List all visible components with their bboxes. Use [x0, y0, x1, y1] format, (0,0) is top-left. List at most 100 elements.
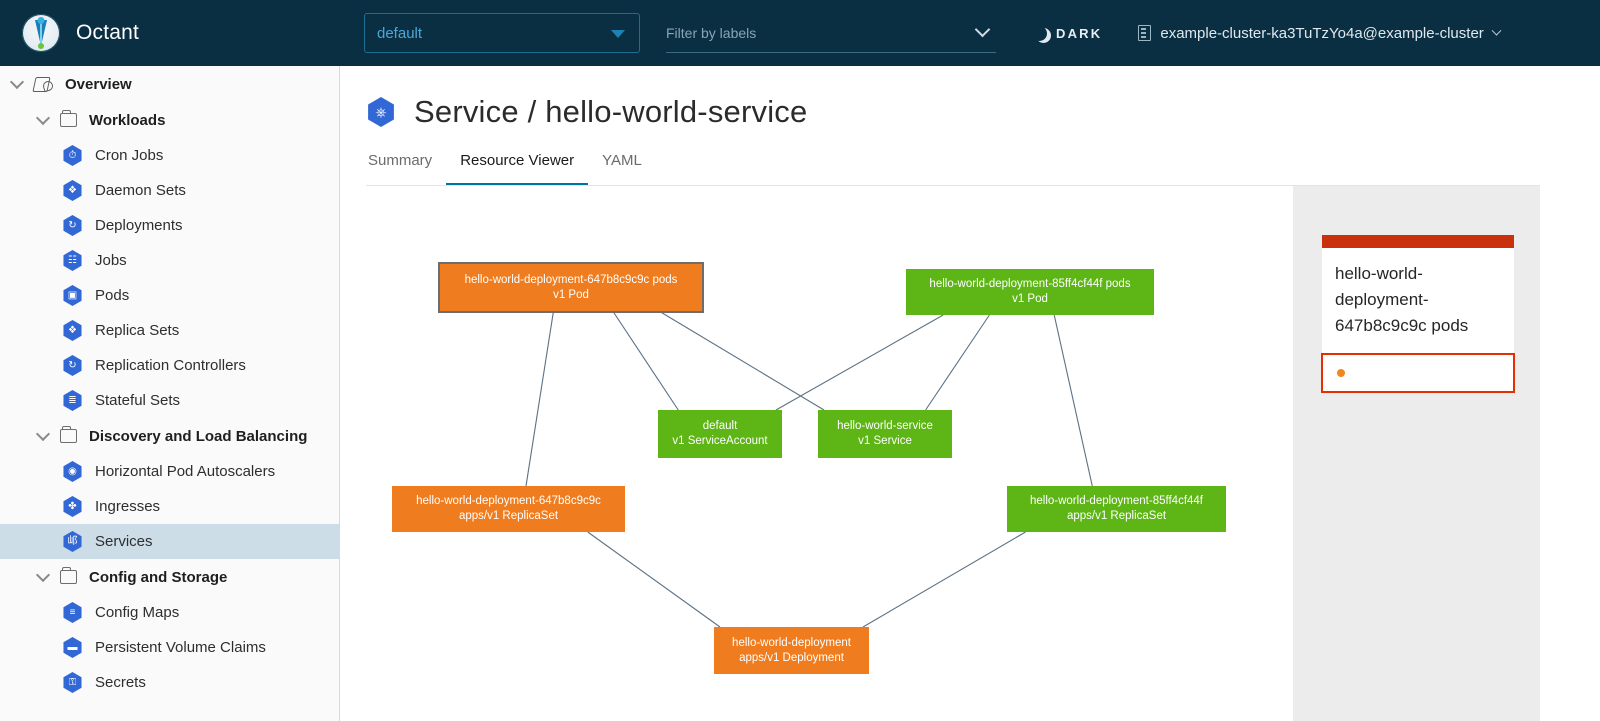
- page-title: ⎈ Service / hello-world-service: [366, 94, 1600, 130]
- graph-node-pod-85f[interactable]: hello-world-deployment-85ff4cf44f pods v1…: [906, 269, 1154, 315]
- chevron-down-icon[interactable]: [974, 21, 991, 38]
- k8s-configmap-icon: ≡: [62, 602, 83, 623]
- k8s-service-icon: 邖: [62, 531, 83, 552]
- sidebar-item-label: Persistent Volume Claims: [95, 639, 266, 656]
- sidebar-item-label: Discovery and Load Balancing: [89, 427, 308, 445]
- sidebar-item-stateful-sets[interactable]: ≣Stateful Sets: [0, 383, 339, 418]
- chevron-down-small-icon: [1491, 25, 1502, 36]
- graph-edge: [658, 310, 825, 411]
- graph-node-name: hello-world-service: [837, 420, 933, 432]
- sidebar-item-label: Config Maps: [95, 604, 180, 621]
- sidebar-item-config-and-storage[interactable]: Config and Storage: [0, 559, 339, 595]
- sidebar-item-label: Horizontal Pod Autoscalers: [95, 463, 276, 480]
- sidebar-item-label: Workloads: [89, 111, 166, 129]
- cluster-selector[interactable]: example-cluster-ka3TuTzYo4a@example-clus…: [1138, 24, 1502, 42]
- graph-node-name: hello-world-deployment: [732, 636, 851, 649]
- sidebar-item-config-maps[interactable]: ≡ Config Maps: [0, 595, 339, 630]
- sidebar-item-pods[interactable]: ▣Pods: [0, 278, 339, 313]
- graph-node-name: hello-world-deployment-647b8c9c9c: [416, 495, 601, 507]
- sidebar-item-workloads[interactable]: Workloads: [0, 102, 339, 138]
- cluster-name: example-cluster-ka3TuTzYo4a@example-clus…: [1160, 24, 1484, 42]
- k8s-pod-icon: ▣: [62, 285, 83, 306]
- k8s-cronjob-icon: ⏱: [62, 145, 83, 166]
- graph-node-name: hello-world-deployment-85ff4cf44f pods: [929, 278, 1131, 290]
- resource-graph[interactable]: hello-world-deployment-647b8c9c9c pods v1…: [366, 186, 1293, 721]
- chevron-down-icon[interactable]: [26, 110, 60, 126]
- graph-node-kind: apps/v1 Deployment: [739, 651, 844, 664]
- page-title-text: Service / hello-world-service: [414, 94, 808, 129]
- sidebar-item-horizontal-pod-autoscalers[interactable]: ◉ Horizontal Pod Autoscalers: [0, 454, 339, 489]
- graph-node-name: hello-world-deployment-647b8c9c9c pods: [464, 273, 678, 286]
- sidebar-item-label: Secrets: [95, 674, 146, 691]
- k8s-daemonset-icon: ❖: [62, 180, 83, 201]
- sidebar-item-overview[interactable]: Overview: [0, 66, 339, 102]
- graph-node-kind: v1 Pod: [553, 288, 589, 301]
- tab-summary[interactable]: Summary: [368, 152, 433, 169]
- chevron-down-icon[interactable]: [26, 567, 60, 583]
- graph-node-kind: v1 ServiceAccount: [672, 435, 768, 447]
- moon-icon: [1032, 26, 1047, 41]
- sidebar-item-deployments[interactable]: ↻ Deployments: [0, 208, 339, 243]
- graph-node-pod-647[interactable]: hello-world-deployment-647b8c9c9c pods v1…: [438, 262, 704, 313]
- detail-card-status-row[interactable]: [1321, 353, 1515, 393]
- sidebar-item-label: Ingresses: [95, 498, 161, 515]
- graph-edge: [587, 531, 721, 628]
- k8s-replicaset-icon: ❖: [62, 320, 83, 341]
- sidebar-item-label: Config and Storage: [89, 568, 228, 586]
- sidebar-item-label: Deployments: [95, 217, 183, 234]
- k8s-hpa-icon: ◉: [62, 461, 83, 482]
- sidebar-item-label: Daemon Sets: [95, 182, 186, 199]
- tab-yaml[interactable]: YAML: [602, 152, 642, 169]
- brand-name: Octant: [76, 21, 140, 44]
- label-filter-input[interactable]: Filter by labels: [666, 13, 996, 53]
- sidebar-item-persistent-volume-claims[interactable]: ▬Persistent Volume Claims: [0, 630, 339, 665]
- tab-resource-viewer[interactable]: Resource Viewer: [446, 152, 589, 186]
- graph-node-kind: apps/v1 ReplicaSet: [1066, 510, 1167, 522]
- sidebar-item-label: Stateful Sets: [95, 392, 181, 409]
- graph-edge: [612, 310, 679, 411]
- k8s-replicationcontroller-icon: ↻: [62, 355, 83, 376]
- graph-node-kind: v1 Pod: [1012, 293, 1048, 305]
- graph-edge: [862, 531, 1026, 628]
- sidebar-item-daemon-sets[interactable]: ❖ Daemon Sets: [0, 173, 339, 208]
- graph-node-kind: apps/v1 ReplicaSet: [458, 510, 559, 522]
- sidebar-item-ingresses[interactable]: ✤ Ingresses: [0, 489, 339, 524]
- sidebar-item-secrets[interactable]: ⚿Secrets: [0, 665, 339, 700]
- resource-viewer-panel: hello-world-deployment-647b8c9c9c pods v1…: [366, 185, 1540, 721]
- chevron-down-icon[interactable]: [0, 74, 34, 90]
- theme-toggle[interactable]: DARK: [1032, 26, 1102, 41]
- graph-node-name: default: [702, 420, 738, 432]
- cluster-icon: [1138, 25, 1152, 41]
- sidebar-item-cron-jobs[interactable]: ⏱Cron Jobs: [0, 138, 339, 173]
- sidebar-item-label: Replication Controllers: [95, 357, 246, 374]
- sidebar-item-discovery-and-load-balancing[interactable]: Discovery and Load Balancing: [0, 418, 339, 454]
- sidebar-item-jobs[interactable]: ☷Jobs: [0, 243, 339, 278]
- status-dot-icon: [1337, 369, 1345, 377]
- folder-icon: [60, 426, 77, 443]
- k8s-job-icon: ☷: [62, 250, 83, 271]
- k8s-ingress-icon: ✤: [62, 496, 83, 517]
- sidebar-item-label: Overview: [65, 75, 132, 93]
- theme-toggle-label: DARK: [1056, 25, 1103, 41]
- tab-bar: Summary Resource Viewer YAML: [366, 152, 1540, 186]
- detail-card[interactable]: hello-world-deployment-647b8c9c9c pods: [1321, 235, 1515, 393]
- graph-edge: [775, 314, 944, 411]
- detail-panel: hello-world-deployment-647b8c9c9c pods: [1293, 186, 1540, 721]
- chevron-down-icon[interactable]: [26, 426, 60, 442]
- graph-edge: [925, 314, 990, 411]
- sidebar-item-replication-controllers[interactable]: ↻ Replication Controllers: [0, 348, 339, 383]
- graph-node-deploy[interactable]: hello-world-deployment apps/v1 Deployment: [714, 627, 869, 674]
- graph-edge: [1053, 314, 1093, 487]
- k8s-deployment-icon: ↻: [62, 215, 83, 236]
- brand[interactable]: Octant: [0, 0, 340, 66]
- graph-node-rs-647[interactable]: hello-world-deployment-647b8c9c9c apps/v1…: [392, 486, 625, 532]
- graph-node-sa-default[interactable]: default v1 ServiceAccount: [658, 410, 782, 458]
- sidebar-item-replica-sets[interactable]: ❖Replica Sets: [0, 313, 339, 348]
- detail-card-title: hello-world-deployment-647b8c9c9c pods: [1335, 264, 1469, 335]
- k8s-service-icon: ⎈: [366, 97, 396, 127]
- octant-lighthouse-logo-icon: [22, 14, 60, 52]
- namespace-select[interactable]: default: [364, 13, 640, 53]
